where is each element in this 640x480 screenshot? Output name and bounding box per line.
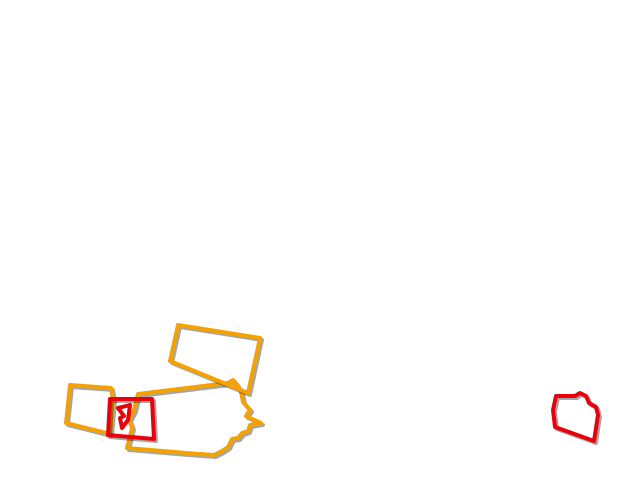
- orange-region-a[interactable]: [64, 383, 117, 438]
- red-region-b[interactable]: [551, 391, 602, 445]
- red-region-a-outline: [106, 397, 156, 441]
- red-region-b-outline: [551, 391, 600, 443]
- orange-region-b-outline: [168, 323, 262, 395]
- red-region-a[interactable]: [106, 397, 158, 443]
- red-region-a-inner: [116, 403, 132, 430]
- orange-region-b[interactable]: [168, 323, 264, 397]
- orange-region-a-outline: [64, 383, 115, 436]
